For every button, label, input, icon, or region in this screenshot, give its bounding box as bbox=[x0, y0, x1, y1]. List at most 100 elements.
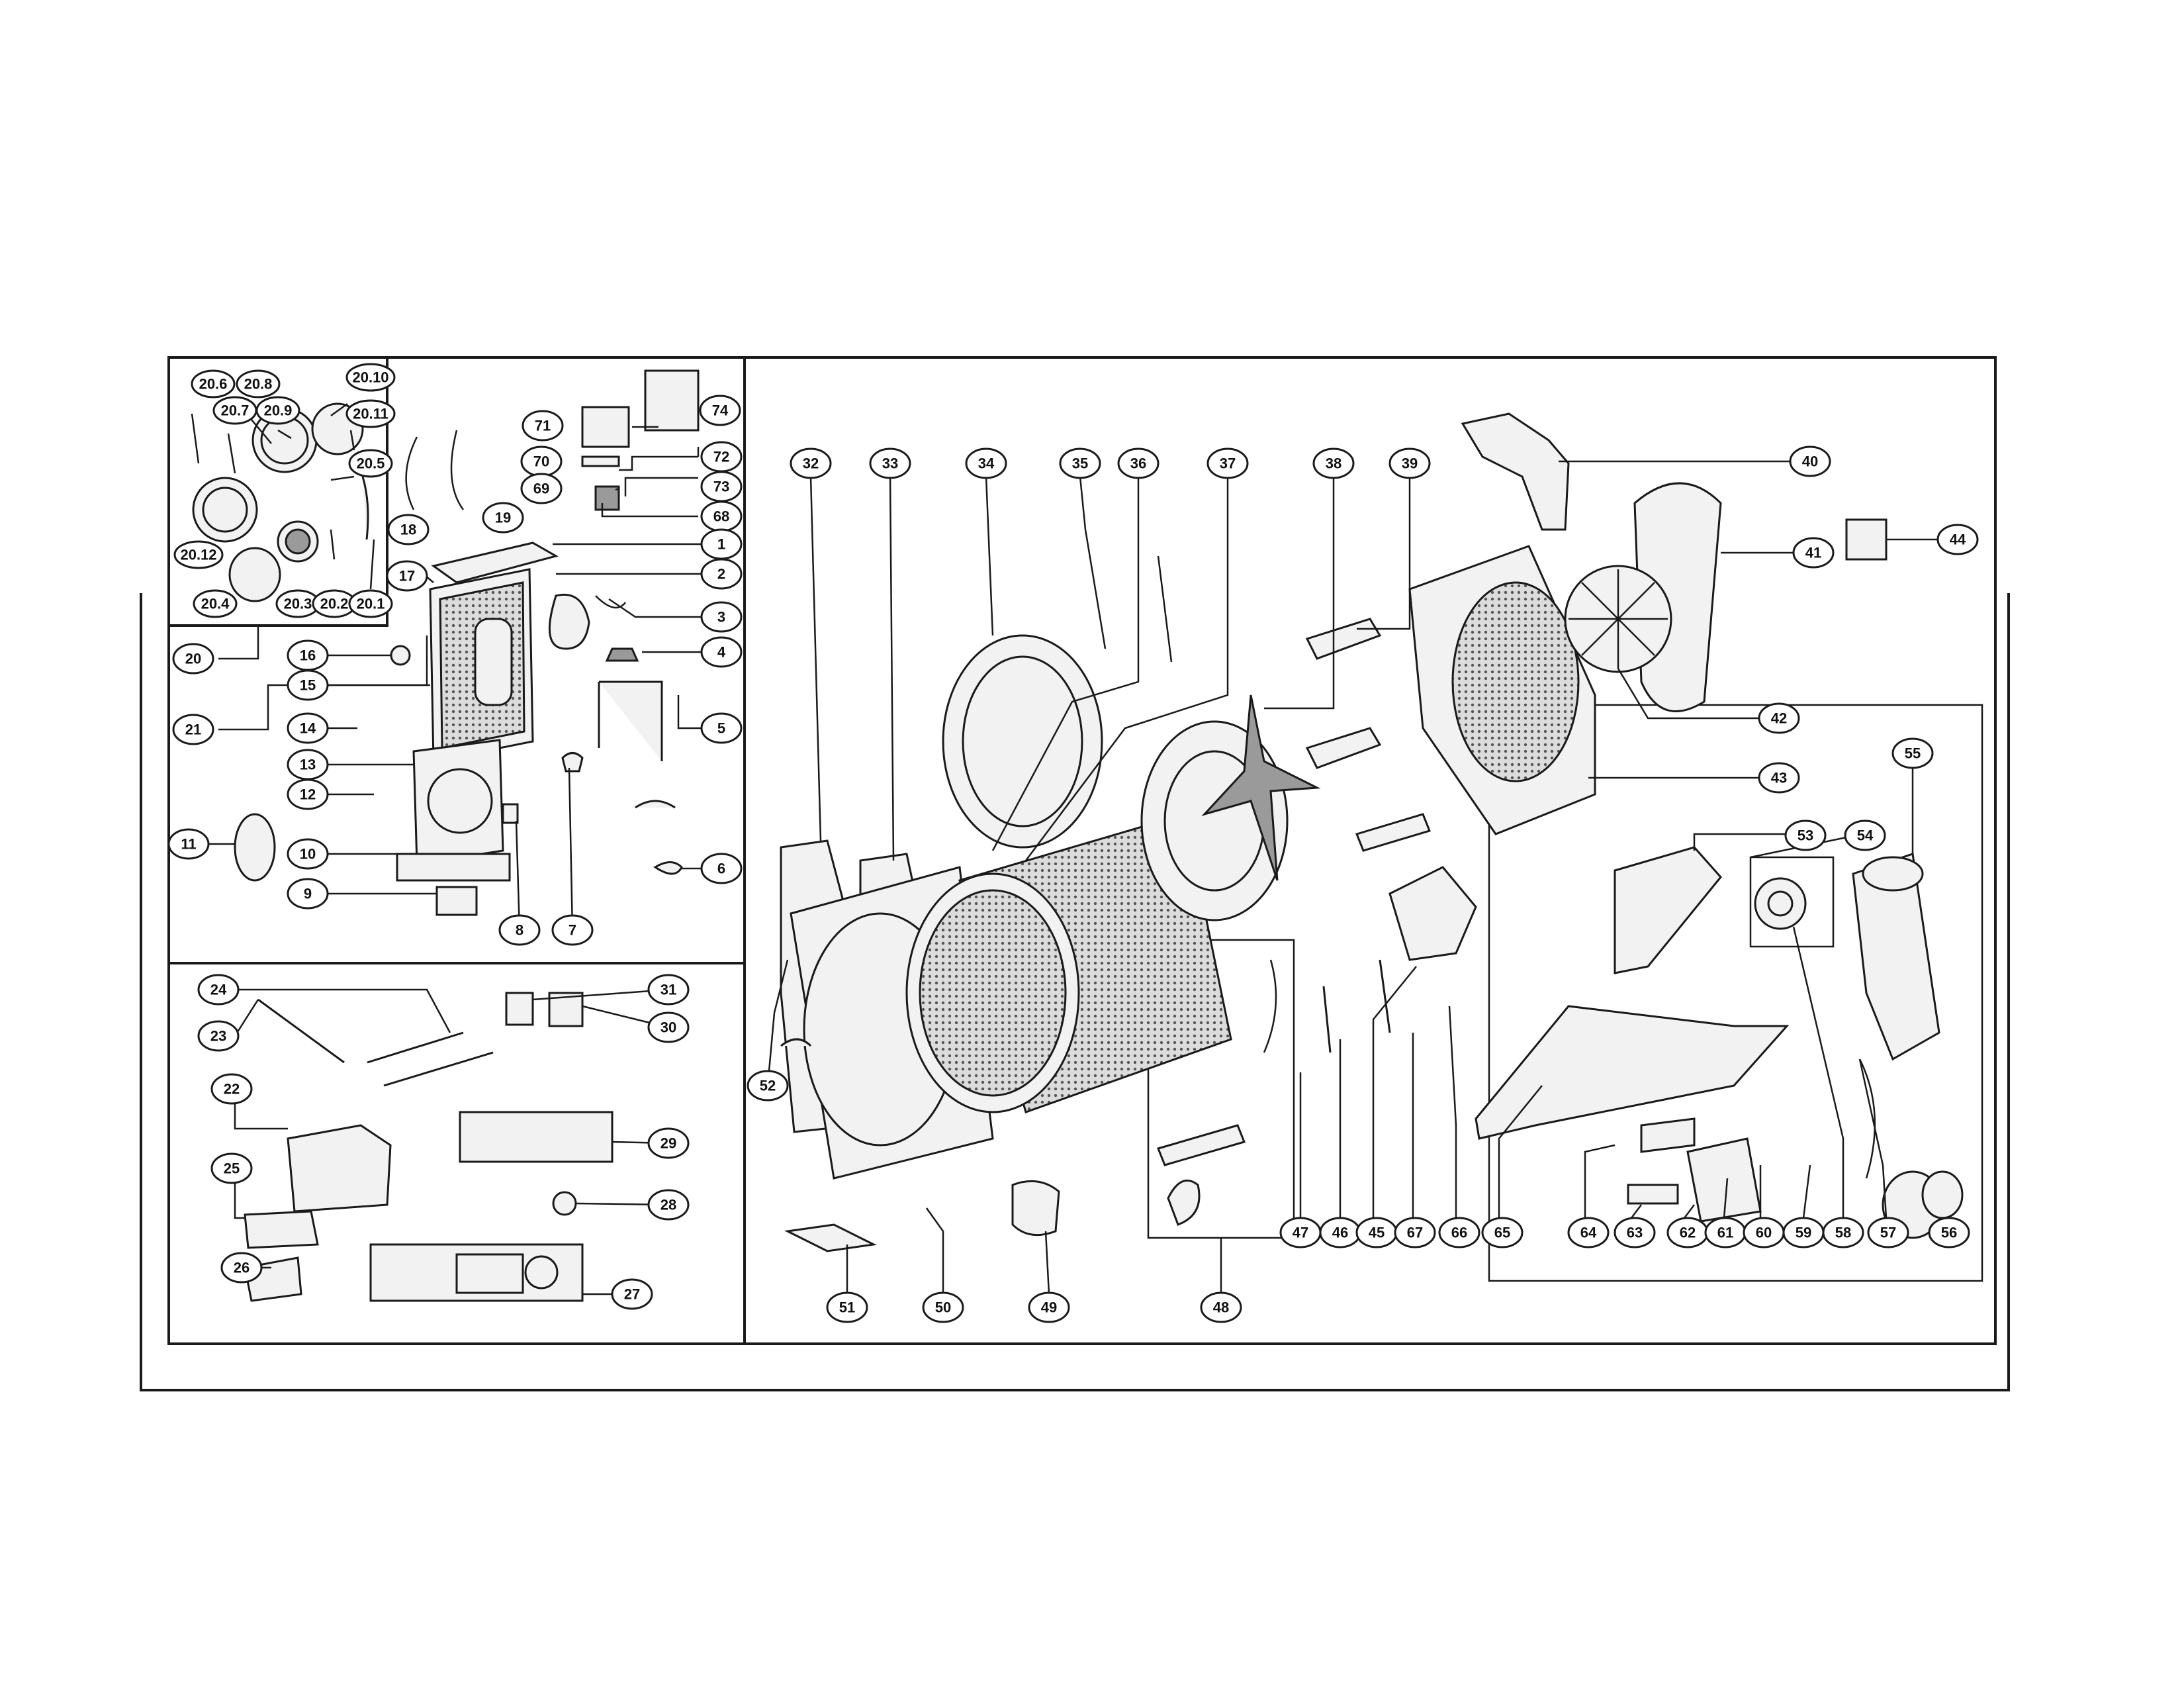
leader bbox=[1723, 1178, 1729, 1219]
leveling-foot-part bbox=[390, 645, 411, 666]
leader bbox=[234, 999, 259, 1037]
callout: 35 bbox=[1059, 447, 1101, 479]
leader bbox=[601, 503, 698, 518]
svg-text:34: 34 bbox=[978, 455, 995, 472]
svg-text:47: 47 bbox=[1293, 1225, 1308, 1241]
leader bbox=[227, 433, 236, 474]
callout: 1 bbox=[700, 528, 743, 560]
rear-tub-parts bbox=[1408, 412, 1888, 835]
callout: 55 bbox=[1891, 737, 1934, 769]
leader bbox=[330, 475, 355, 481]
drum-mesh-face-part bbox=[919, 889, 1067, 1097]
lifter-c-part bbox=[1355, 813, 1432, 852]
kick-plate-part bbox=[435, 886, 478, 916]
callout: 34 bbox=[965, 447, 1007, 479]
lifter-a-part bbox=[1305, 618, 1382, 660]
svg-text:20.5: 20.5 bbox=[357, 455, 385, 472]
dispenser-drawer-part bbox=[244, 1210, 319, 1249]
callout: 7 bbox=[551, 914, 594, 946]
lifter-b-part bbox=[1305, 727, 1382, 769]
callout: 44 bbox=[1936, 524, 1979, 555]
callout: 10 bbox=[287, 838, 329, 870]
svg-text:24: 24 bbox=[210, 982, 227, 998]
svg-text:5: 5 bbox=[717, 720, 725, 737]
leader bbox=[615, 487, 619, 491]
svg-text:35: 35 bbox=[1072, 455, 1088, 472]
svg-text:48: 48 bbox=[1213, 1299, 1229, 1316]
callout: 23 bbox=[197, 1020, 240, 1052]
svg-text:28: 28 bbox=[660, 1197, 676, 1213]
svg-text:43: 43 bbox=[1771, 770, 1787, 786]
svg-text:22: 22 bbox=[224, 1081, 240, 1098]
leader bbox=[330, 529, 336, 560]
svg-text:12: 12 bbox=[300, 786, 316, 803]
leader bbox=[991, 477, 1140, 851]
sensor-part bbox=[561, 752, 584, 773]
door-parts bbox=[192, 402, 369, 602]
hose-c-part bbox=[383, 1051, 494, 1087]
motor-mount-part bbox=[1388, 866, 1477, 961]
leader bbox=[248, 415, 272, 444]
leader bbox=[1079, 476, 1087, 530]
control-panel-trim-part bbox=[396, 853, 511, 882]
callout: 36 bbox=[1117, 447, 1160, 479]
svg-text:20: 20 bbox=[185, 651, 201, 667]
callout: 14 bbox=[287, 712, 329, 744]
svg-text:57: 57 bbox=[1880, 1225, 1896, 1241]
leader bbox=[349, 430, 355, 451]
door-handle-part bbox=[361, 476, 369, 540]
leader bbox=[218, 626, 259, 660]
callout: 63 bbox=[1614, 1217, 1656, 1248]
svg-text:55: 55 bbox=[1905, 745, 1921, 762]
motor-part bbox=[1845, 518, 1888, 561]
strap-part bbox=[784, 1223, 877, 1252]
svg-text:68: 68 bbox=[713, 508, 729, 525]
callout: 61 bbox=[1704, 1217, 1747, 1248]
heater-duct-part bbox=[1475, 1005, 1790, 1140]
duct-ring-part bbox=[1862, 856, 1924, 892]
svg-text:23: 23 bbox=[210, 1028, 226, 1045]
callout: 20.4 bbox=[193, 589, 238, 618]
svg-text:46: 46 bbox=[1332, 1225, 1348, 1241]
svg-text:73: 73 bbox=[713, 479, 729, 495]
callout: 3 bbox=[700, 601, 743, 633]
callout: 52 bbox=[747, 1070, 789, 1102]
leader bbox=[766, 959, 789, 1086]
svg-text:19: 19 bbox=[495, 510, 511, 526]
drum-parts bbox=[780, 529, 1432, 1180]
svg-text:20.4: 20.4 bbox=[201, 596, 230, 612]
callout: 4 bbox=[700, 636, 743, 668]
callout: 20.6 bbox=[191, 369, 236, 399]
svg-text:20.10: 20.10 bbox=[352, 369, 388, 386]
callout: 20.11 bbox=[345, 399, 396, 428]
leader bbox=[1684, 1204, 1695, 1219]
svg-text:31: 31 bbox=[660, 982, 676, 998]
svg-text:74: 74 bbox=[712, 402, 729, 419]
svg-text:26: 26 bbox=[234, 1260, 250, 1276]
svg-text:29: 29 bbox=[660, 1135, 676, 1152]
leader bbox=[1044, 1231, 1050, 1295]
callout: 15 bbox=[287, 669, 329, 701]
leader bbox=[1858, 1058, 1888, 1219]
leader bbox=[277, 429, 292, 440]
svg-text:51: 51 bbox=[839, 1299, 855, 1316]
cabinet-opening-part bbox=[474, 618, 513, 706]
leader bbox=[234, 1168, 245, 1219]
thermostat-part bbox=[594, 485, 620, 511]
damper-b-part bbox=[1379, 959, 1391, 1033]
callout: 43 bbox=[1758, 762, 1800, 794]
door-hinge-part bbox=[285, 528, 311, 555]
callout: 65 bbox=[1481, 1217, 1524, 1248]
callout: 24 bbox=[197, 974, 240, 1006]
callout: 49 bbox=[1028, 1291, 1070, 1323]
callout: 20.10 bbox=[345, 363, 396, 392]
leader bbox=[1357, 477, 1411, 630]
svg-text:42: 42 bbox=[1771, 710, 1787, 727]
callout-leaders bbox=[191, 402, 1949, 1295]
svg-text:33: 33 bbox=[882, 455, 898, 472]
svg-text:20.8: 20.8 bbox=[244, 376, 273, 393]
svg-text:9: 9 bbox=[304, 886, 312, 902]
ring-gasket-part bbox=[234, 813, 276, 882]
callout: 20.9 bbox=[255, 396, 300, 425]
